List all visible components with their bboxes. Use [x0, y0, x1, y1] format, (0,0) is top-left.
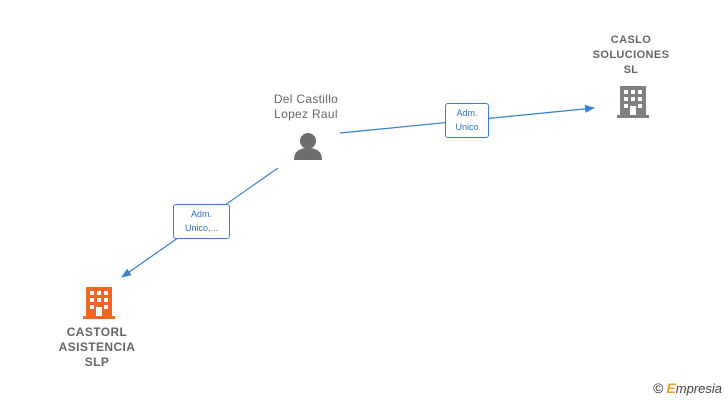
- edge-label-line1: Adm.: [190, 209, 212, 219]
- building-icon[interactable]: [617, 86, 649, 118]
- edge-label-line2: Unico: [455, 122, 479, 132]
- edge-label-caslo[interactable]: Adm. Unico: [445, 103, 489, 138]
- castorl-company-label[interactable]: CASTORL ASISTENCIA SLP: [42, 325, 152, 370]
- castorl-name-line2: ASISTENCIA: [58, 340, 136, 354]
- person-icon[interactable]: [294, 133, 322, 160]
- caslo-name-line3: SL: [623, 64, 639, 76]
- person-name-line2: Lopez Raul: [274, 107, 338, 121]
- empresia-watermark[interactable]: ©Empresia: [653, 380, 722, 396]
- building-icon[interactable]: [83, 287, 115, 319]
- edge-label-castorl[interactable]: Adm. Unico,...: [173, 204, 230, 239]
- castorl-name-line1: CASTORL: [66, 325, 128, 339]
- brand-name: mpresia: [675, 381, 722, 396]
- caslo-company-label[interactable]: CASLO SOLUCIONES SL: [576, 33, 686, 78]
- brand-initial: E: [666, 380, 676, 396]
- caslo-name-line2: SOLUCIONES: [592, 49, 670, 61]
- person-name-line1: Del Castillo: [273, 92, 339, 106]
- edge-label-line2: Unico,...: [184, 223, 218, 233]
- copyright-icon: ©: [653, 380, 664, 396]
- castorl-name-line3: SLP: [84, 355, 110, 369]
- person-name-label[interactable]: Del Castillo Lopez Raul: [246, 92, 366, 122]
- edge-label-line1: Adm.: [456, 108, 478, 118]
- caslo-name-line1: CASLO: [610, 34, 652, 46]
